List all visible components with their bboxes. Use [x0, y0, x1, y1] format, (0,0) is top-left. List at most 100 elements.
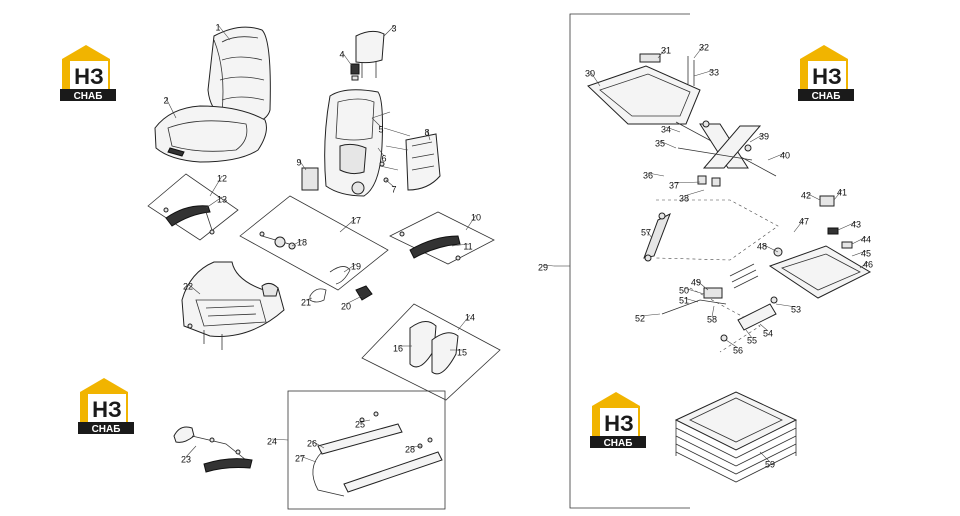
- callout-45: 45: [861, 248, 871, 258]
- leader-line-11: [451, 243, 469, 247]
- leader-line-13: [205, 196, 223, 209]
- leader-line-49: [695, 279, 709, 291]
- callout-21: 21: [301, 297, 311, 307]
- logo-panel: [70, 61, 108, 89]
- logo-bar: [78, 422, 134, 434]
- lumbar-adjuster-group: [239, 195, 389, 303]
- backrest-frame: [301, 89, 441, 197]
- callout-29: 29: [538, 262, 548, 272]
- callout-27: 27: [295, 453, 305, 463]
- leader-line-6: [377, 147, 385, 157]
- leader-line-52: [639, 313, 661, 317]
- callout-58: 58: [707, 314, 717, 324]
- logo-panel: [88, 394, 126, 422]
- leader-line-42: [805, 192, 821, 201]
- callout-41: 41: [837, 187, 847, 197]
- callout-59: 59: [765, 459, 775, 469]
- callout-39: 39: [759, 131, 769, 141]
- callout-34: 34: [661, 124, 671, 134]
- callout-38: 38: [679, 193, 689, 203]
- callout-2: 2: [163, 95, 168, 105]
- leader-line-2: [165, 97, 177, 119]
- callout-13: 13: [217, 194, 227, 204]
- callout-12: 12: [217, 173, 227, 183]
- callout-25: 25: [355, 419, 365, 429]
- leader-line-39: [749, 133, 765, 143]
- logo-bar: [798, 89, 854, 101]
- leader-line-58: [711, 305, 715, 318]
- logo-bar: [590, 436, 646, 448]
- leader-line-50: [683, 287, 705, 295]
- callout-28: 28: [405, 444, 415, 454]
- callout-36: 36: [643, 170, 653, 180]
- scissor-mechanism: [675, 120, 777, 187]
- callout-42: 42: [801, 190, 811, 200]
- leader-line-32: [693, 44, 705, 59]
- leader-line-25: [359, 419, 371, 423]
- leader-line-34: [665, 126, 681, 133]
- callout-18: 18: [297, 237, 307, 247]
- callout-40: 40: [780, 150, 790, 160]
- callout-47: 47: [799, 216, 809, 226]
- callout-46: 46: [863, 259, 873, 269]
- leader-line-57: [645, 229, 653, 239]
- leader-line-56: [725, 339, 739, 349]
- logo-snab-1: НЗ СНАБ: [60, 45, 116, 102]
- side-covers-group: [361, 303, 501, 401]
- callout-4: 4: [339, 49, 344, 59]
- bellows-cover: [674, 391, 798, 483]
- leader-line-1: [217, 24, 231, 41]
- callout-26: 26: [307, 438, 317, 448]
- callout-16: 16: [393, 343, 403, 353]
- callout-17: 17: [351, 215, 361, 225]
- leader-line-51: [683, 297, 699, 303]
- leader-line-37: [673, 181, 701, 184]
- logo-mark: НЗ: [74, 64, 104, 89]
- logo-word: СНАБ: [92, 424, 121, 435]
- leader-line-4: [341, 51, 353, 67]
- leader-line-45: [851, 250, 867, 257]
- leader-line-36: [647, 172, 665, 177]
- callout-56: 56: [733, 345, 743, 355]
- leader-line-10: [465, 214, 477, 231]
- leader-line-43: [837, 221, 857, 231]
- leader-line-27: [299, 455, 317, 463]
- slide-rails-group: [287, 390, 446, 510]
- leader-line-46: [859, 261, 869, 269]
- callout-57: 57: [641, 227, 651, 237]
- logo-panel: [600, 408, 638, 436]
- bracket-assembly: [173, 426, 253, 473]
- shock-absorber: [643, 212, 671, 262]
- leader-line-35: [659, 140, 677, 149]
- leader-line-55: [745, 329, 753, 339]
- logo-panel: [808, 61, 846, 89]
- callout-52: 52: [635, 313, 645, 323]
- leader-line-24: [271, 438, 289, 441]
- callout-54: 54: [763, 328, 773, 338]
- callout-35: 35: [655, 138, 665, 148]
- callout-55: 55: [747, 335, 757, 345]
- leader-line-47: [793, 218, 805, 233]
- leader-line-48: [761, 243, 779, 253]
- logo-word: СНАБ: [812, 91, 841, 102]
- logo-bar: [60, 89, 116, 101]
- suspension-group-bracket: [554, 13, 690, 509]
- suspension-base-plate: [768, 195, 872, 299]
- leader-line-18: [291, 239, 303, 247]
- callout-9: 9: [296, 157, 301, 167]
- leader-line-14: [457, 314, 471, 331]
- callout-19: 19: [351, 261, 361, 271]
- callout-10: 10: [471, 212, 481, 222]
- logo-word: СНАБ: [74, 91, 103, 102]
- leader-line-31: [657, 47, 667, 59]
- leader-line-23: [185, 445, 197, 458]
- leader-line-33: [693, 69, 715, 77]
- leader-line-17: [339, 217, 357, 233]
- leader-line-3: [383, 25, 395, 37]
- leader-line-20: [345, 295, 363, 305]
- leader-line-8: [426, 129, 431, 141]
